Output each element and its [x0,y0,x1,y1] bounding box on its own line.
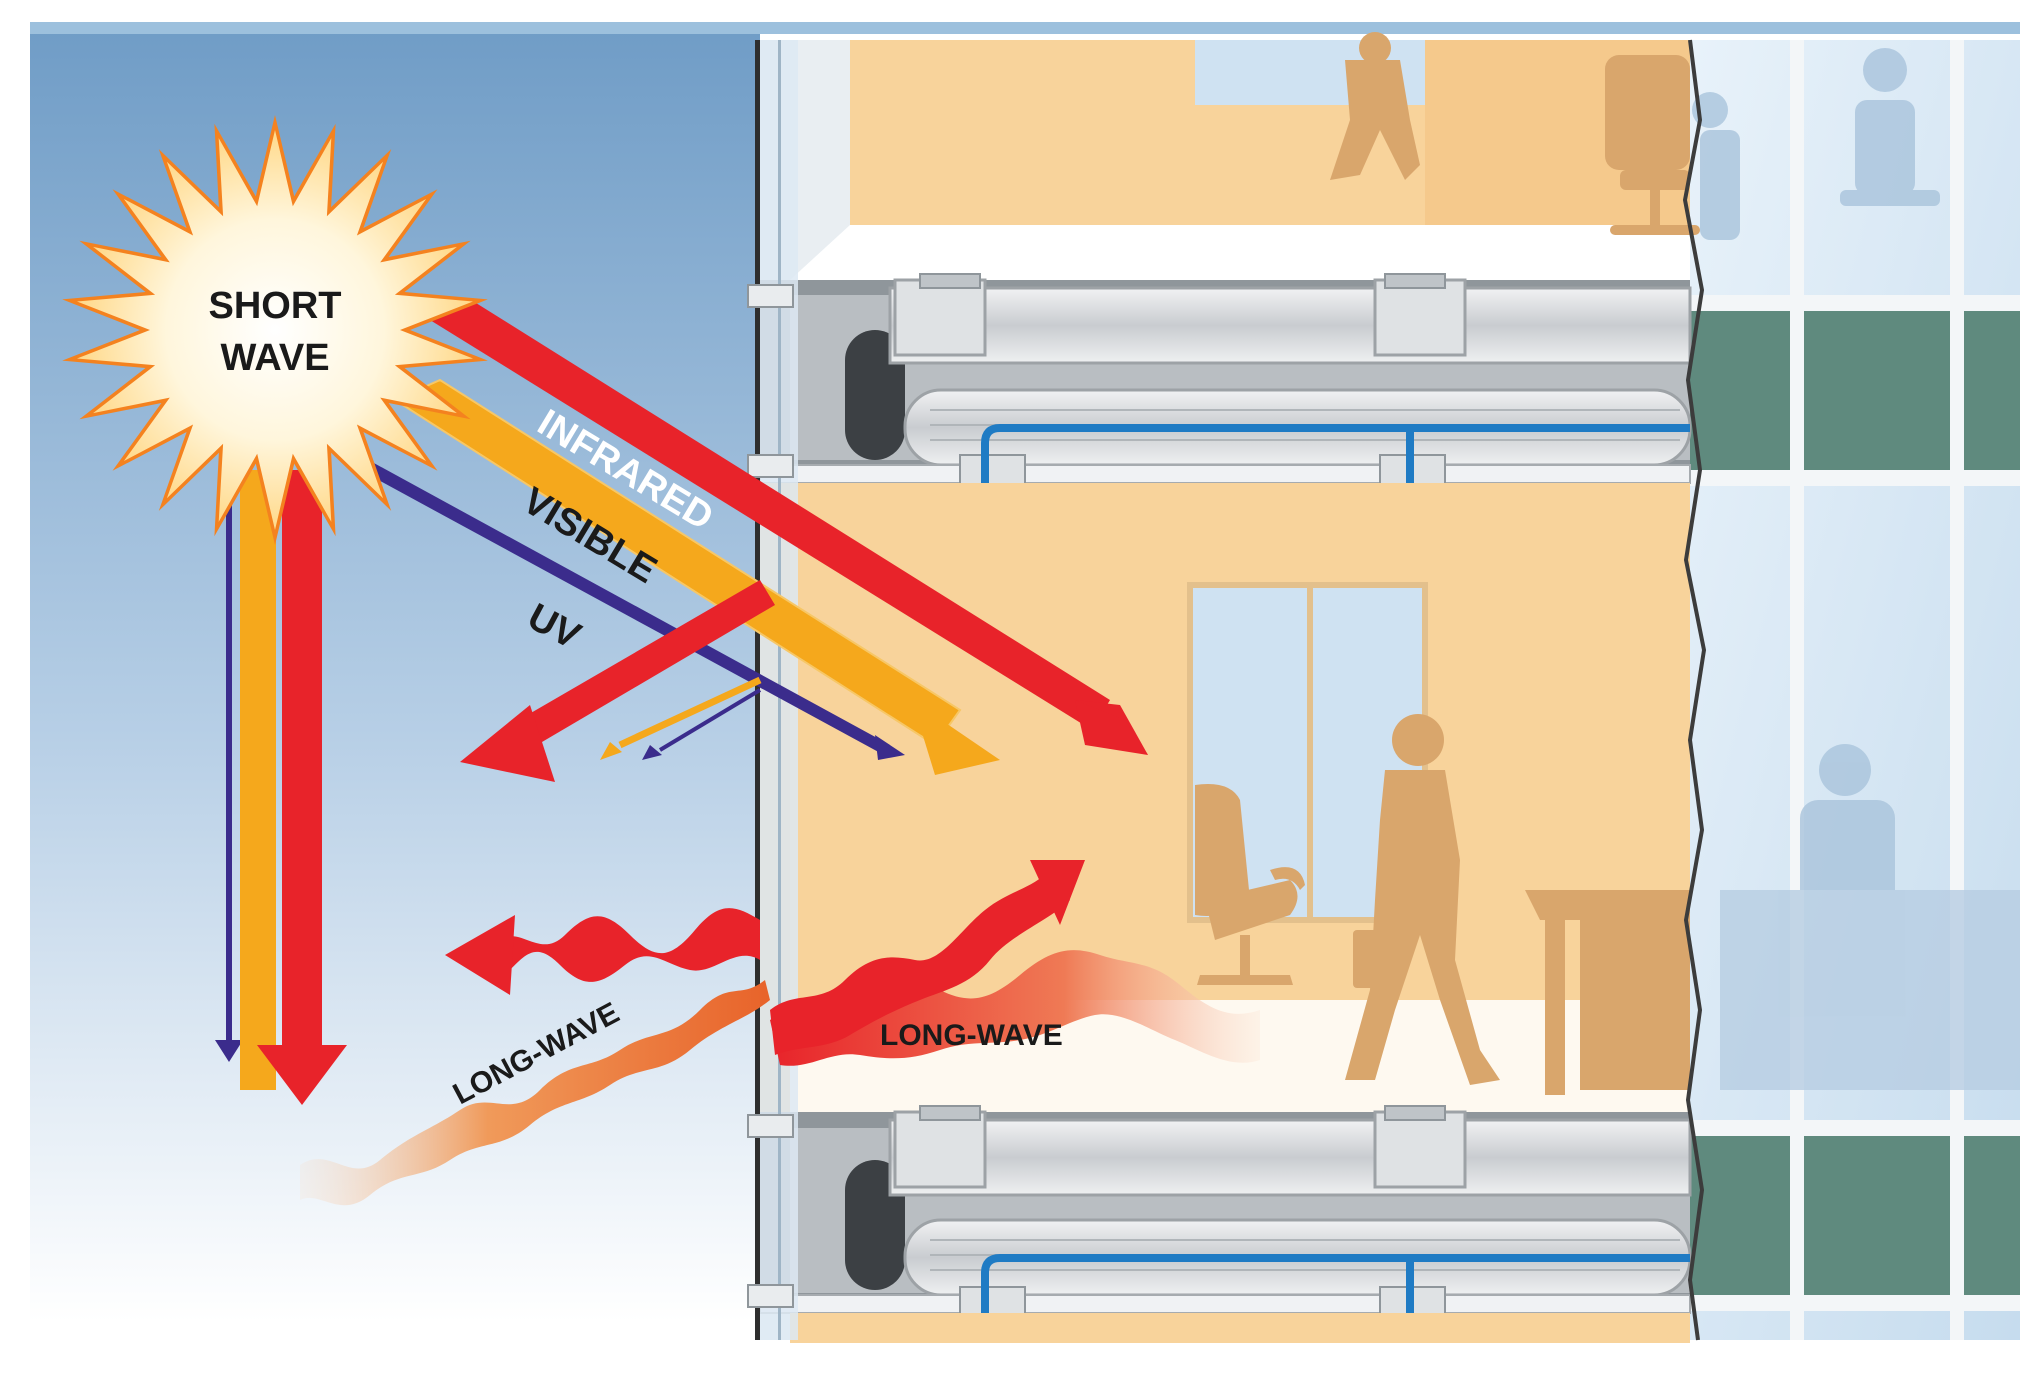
briefcase-icon [1353,930,1401,988]
desk-icon [1525,890,1690,1095]
spandrel-upper [1690,310,2020,475]
reflected-visible [618,676,762,749]
infrared-down-beam [282,470,322,1055]
chilled-water-line-upper [981,424,1690,500]
visible-down-beam [240,470,276,1090]
reflected-infrared [505,580,775,752]
supply-duct-lower [888,1118,1692,1197]
sun-label-line1: SHORT [209,285,342,327]
sun-label-line2: WAVE [220,337,329,379]
lower-plenum [759,1105,1692,1343]
ground-beams [215,470,347,1105]
reflected-uv [658,688,762,752]
building-section [747,32,2020,1343]
sun-burst-icon [62,115,488,545]
cutaway-edge [1682,39,1707,1341]
longwave-out-ground [300,980,770,1206]
infrared-beam [430,298,1110,730]
chilled-water-line-lower [981,1254,1690,1328]
top-border [30,22,2020,34]
longwave-waves [300,860,1260,1206]
facade-occupant-silhouettes [1692,48,2020,1090]
office-chair-icon [1605,55,1700,235]
supply-duct-upper [888,286,1692,365]
person-walking-icon [1345,714,1500,1085]
longwave-inside-label: LONG-WAVE [880,1019,1063,1052]
uv-down-beam [226,470,232,1045]
longwave-up-interior [770,870,1070,1055]
upper-room-floor [790,225,1690,280]
longwave-out-building [500,908,760,982]
longwave-in-floor [770,950,1260,1066]
person-walking-icon [1330,32,1420,180]
upper-plenum [759,273,1692,518]
spandrel-lower [1690,1135,2020,1300]
office-chair-icon [1195,784,1305,985]
reflected-beams [460,580,775,782]
